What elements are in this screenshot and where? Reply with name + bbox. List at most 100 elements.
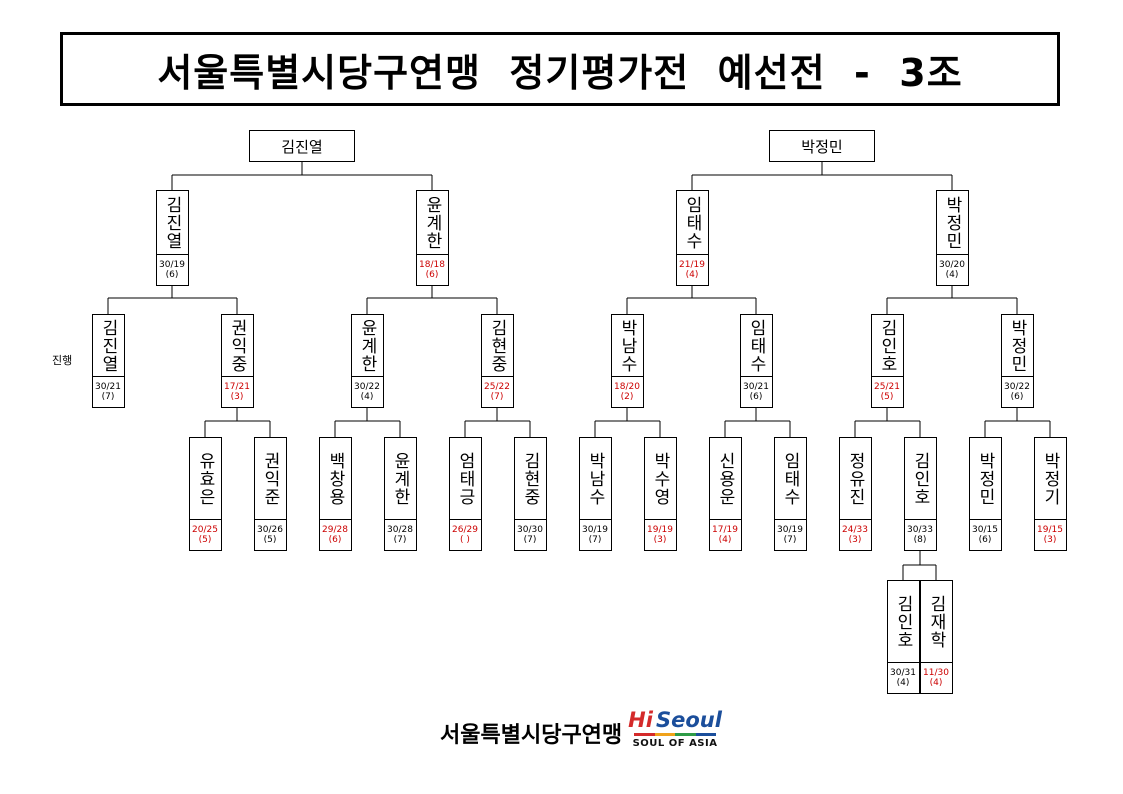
score-value: 18/20 <box>614 382 640 392</box>
score-value: 18/18 <box>419 260 445 270</box>
player-box: 김인호 25/21(5) <box>870 314 904 408</box>
player-name: 김진열 <box>162 195 182 250</box>
player-score: 30/31(4) <box>887 662 919 693</box>
score-value: 30/33 <box>907 525 933 535</box>
logo-stripe-segment <box>634 733 655 736</box>
score-value: 17/21 <box>224 382 250 392</box>
rank-value: (3) <box>1043 535 1057 545</box>
player-score: 18/18(6) <box>416 254 448 285</box>
score-value: 21/19 <box>679 260 705 270</box>
score-value: 30/22 <box>354 382 380 392</box>
root-player-box-right: 박정민 <box>769 130 875 162</box>
player-score: 19/15(3) <box>1034 519 1066 550</box>
player-score: 30/26(5) <box>254 519 286 550</box>
player-name: 임태수 <box>682 195 702 250</box>
logo-stripe-segment <box>675 733 696 736</box>
rank-value: (6) <box>749 392 763 402</box>
player-name: 백창용 <box>325 451 345 506</box>
rank-value: (5) <box>880 392 894 402</box>
rank-value: (7) <box>783 535 797 545</box>
footer-organization: 서울특별시당구연맹 <box>440 723 623 748</box>
player-score: 17/21(3) <box>221 376 253 407</box>
score-value: 30/22 <box>1004 382 1030 392</box>
logo-wordmark: Hi Seoul <box>628 708 722 732</box>
player-score: 19/19(3) <box>644 519 676 550</box>
score-value: 19/19 <box>647 525 673 535</box>
player-score: 24/33(3) <box>839 519 871 550</box>
player-score: 26/29( ) <box>449 519 481 550</box>
score-value: 30/30 <box>517 525 543 535</box>
player-name: 임태수 <box>780 451 800 506</box>
player-name: 김인호 <box>877 318 897 373</box>
player-name: 김현중 <box>520 451 540 506</box>
player-name: 엄태긍 <box>455 451 475 506</box>
score-value: 30/19 <box>777 525 803 535</box>
side-label: 진행 <box>52 354 73 367</box>
player-box: 권익중 17/21(3) <box>220 314 254 408</box>
rank-value: (7) <box>490 392 504 402</box>
logo-stripe-segment <box>654 733 676 736</box>
rank-value: (4) <box>685 270 699 280</box>
player-name: 권익중 <box>227 318 247 373</box>
rank-value: (2) <box>620 392 634 402</box>
rank-value: (7) <box>588 535 602 545</box>
player-box: 박남수 30/19(7) <box>578 437 612 551</box>
footer: 서울특별시당구연맹 Hi Seoul SOUL OF ASIA <box>440 708 722 749</box>
score-value: 26/29 <box>452 525 478 535</box>
player-score: 21/19(4) <box>676 254 708 285</box>
player-name: 윤계한 <box>390 451 410 506</box>
player-score: 30/21(6) <box>740 376 772 407</box>
player-name: 유효은 <box>195 451 215 506</box>
rank-value: (5) <box>198 535 212 545</box>
rank-value: (3) <box>230 392 244 402</box>
score-value: 25/21 <box>874 382 900 392</box>
score-value: 30/15 <box>972 525 998 535</box>
player-score: 25/22(7) <box>481 376 513 407</box>
rank-value: (3) <box>848 535 862 545</box>
player-score: 30/33(8) <box>904 519 936 550</box>
player-name: 정유진 <box>845 451 865 506</box>
player-score: 17/19(4) <box>709 519 741 550</box>
player-score: 30/19(7) <box>579 519 611 550</box>
player-name: 권익준 <box>260 451 280 506</box>
player-name: 박정기 <box>1040 451 1060 506</box>
player-name: 박정민 <box>942 195 962 250</box>
score-value: 30/31 <box>890 668 916 678</box>
rank-value: (4) <box>945 270 959 280</box>
player-name: 박남수 <box>617 318 637 373</box>
score-value: 24/33 <box>842 525 868 535</box>
score-value: 30/21 <box>743 382 769 392</box>
player-box: 박남수 18/20(2) <box>610 314 644 408</box>
player-score: 30/15(6) <box>969 519 1001 550</box>
player-name: 박남수 <box>585 451 605 506</box>
player-name: 임태수 <box>746 318 766 373</box>
rank-value: (7) <box>101 392 115 402</box>
rank-value: (4) <box>360 392 374 402</box>
player-score: 30/22(6) <box>1001 376 1033 407</box>
player-box: 박정기 19/15(3) <box>1033 437 1067 551</box>
score-value: 30/21 <box>95 382 121 392</box>
score-value: 11/30 <box>923 668 949 678</box>
player-score: 30/28(7) <box>384 519 416 550</box>
root-player-name: 김진열 <box>281 137 323 156</box>
player-name: 윤계한 <box>422 195 442 250</box>
player-score: 20/25(5) <box>189 519 221 550</box>
player-name: 김진열 <box>98 318 118 373</box>
player-box: 백창용 29/28(6) <box>318 437 352 551</box>
rank-value: (7) <box>393 535 407 545</box>
player-box: 엄태긍 26/29( ) <box>448 437 482 551</box>
player-name: 신용운 <box>715 451 735 506</box>
player-score: 11/30(4) <box>920 662 952 693</box>
player-score: 29/28(6) <box>319 519 351 550</box>
